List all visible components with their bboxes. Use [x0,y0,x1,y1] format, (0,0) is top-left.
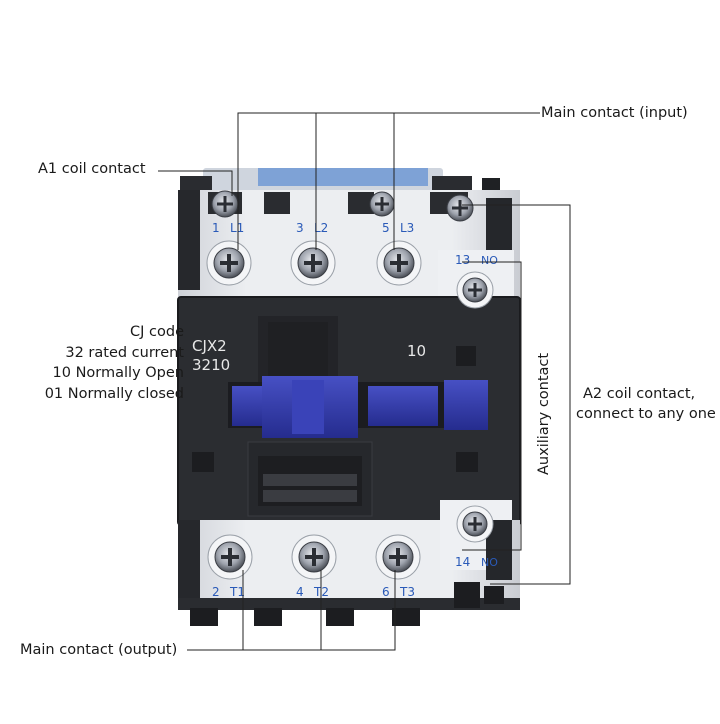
leader-a1 [158,170,233,196]
leader-lines [158,112,571,651]
terminal-5-name: L3 [400,221,414,235]
terminal-4-num: 4 [296,585,304,599]
aux-13-num: 13 [455,253,470,267]
label-main-input: Main contact (input) [541,105,688,121]
top-hood [180,168,500,200]
aux-14-name: NO [481,556,498,569]
armature [228,376,488,438]
label-cj-code: CJ code [130,324,184,340]
screw-a2-top [446,194,474,222]
screw-t2 [291,534,337,580]
terminal-6-name: T3 [399,585,415,599]
label-normally-closed: 01 Normally closed [44,385,184,402]
terminal-6-num: 6 [382,585,390,599]
leader-a2 [462,204,571,585]
screw-13 [456,271,494,309]
aux-13-name: NO [481,254,498,267]
model-text: CJX2 [192,337,227,355]
code-text: 3210 [192,356,230,374]
label-auxiliary: Auxiliary contact [536,352,552,475]
screw-l3 [376,240,422,286]
aux-14-num: 14 [455,555,470,569]
aux-code-text: 10 [407,342,426,360]
cj-code-block: CJ code 32 rated current 10 Normally Ope… [14,322,184,404]
screw-t3 [375,534,421,580]
label-normally-open: 10 Normally Open [52,365,184,381]
screw-a1 [211,190,239,218]
screw-t1 [207,534,253,580]
screw-aux-top-small [369,191,395,217]
screw-l1 [206,240,252,286]
leader-auxiliary [462,261,522,551]
terminal-3-num: 3 [296,221,304,235]
terminal-5-num: 5 [382,221,390,235]
terminal-1-name: L1 [230,221,244,235]
front-panel [177,296,521,526]
terminal-2-name: T1 [229,585,245,599]
label-a2-line1: A2 coil contact, [583,386,696,402]
leader-output-t3 [243,570,396,651]
screw-14 [456,505,494,543]
terminal-1-num: 1 [212,221,220,235]
terminal-2-num: 2 [212,585,220,599]
terminal-3-name: L2 [314,221,328,235]
label-main-output: Main contact (output) [20,642,178,658]
label-rated-current: 32 rated current [65,344,184,361]
label-a1-coil: A1 coil contact [38,161,146,177]
screw-l2 [290,240,336,286]
label-a2-line2: connect to any one [576,406,716,422]
leader-input-l1 [237,112,540,250]
